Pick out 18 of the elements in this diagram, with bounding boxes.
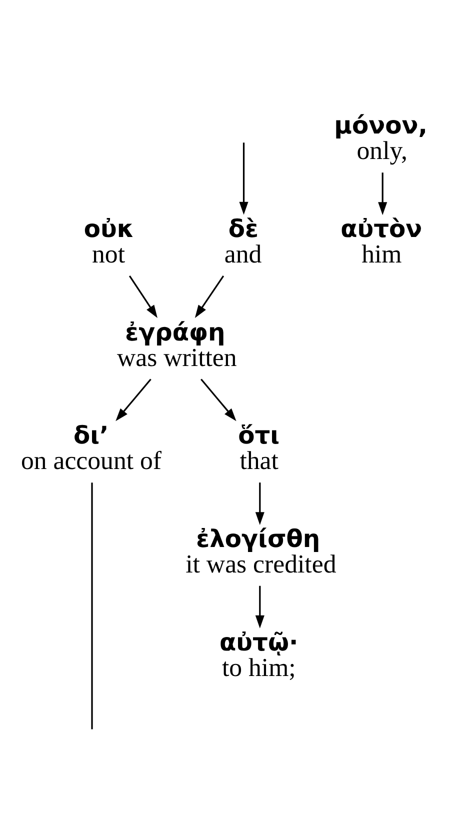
node-text: ὅτι that <box>238 422 280 476</box>
arrow <box>194 275 224 318</box>
arrow <box>200 378 236 422</box>
node-text: οὐκ not <box>84 214 134 268</box>
arrow <box>239 142 248 215</box>
node-text: δὲ and <box>224 214 262 268</box>
arrow <box>116 378 152 422</box>
arrow <box>128 275 158 318</box>
node-text: ἐγράφη was written <box>117 318 237 372</box>
arrow <box>255 586 264 628</box>
connector <box>91 482 93 730</box>
node-text: αὐτὸν him <box>340 214 422 268</box>
arrow <box>255 482 264 526</box>
node-text: αὐτῷ· to him; <box>220 628 298 682</box>
arrow <box>378 172 388 216</box>
node-text: μόνον, only, <box>334 112 428 166</box>
node-text: ἐλογίσθη it was credited <box>186 524 336 578</box>
node-text: δι’ on account of <box>20 422 162 476</box>
